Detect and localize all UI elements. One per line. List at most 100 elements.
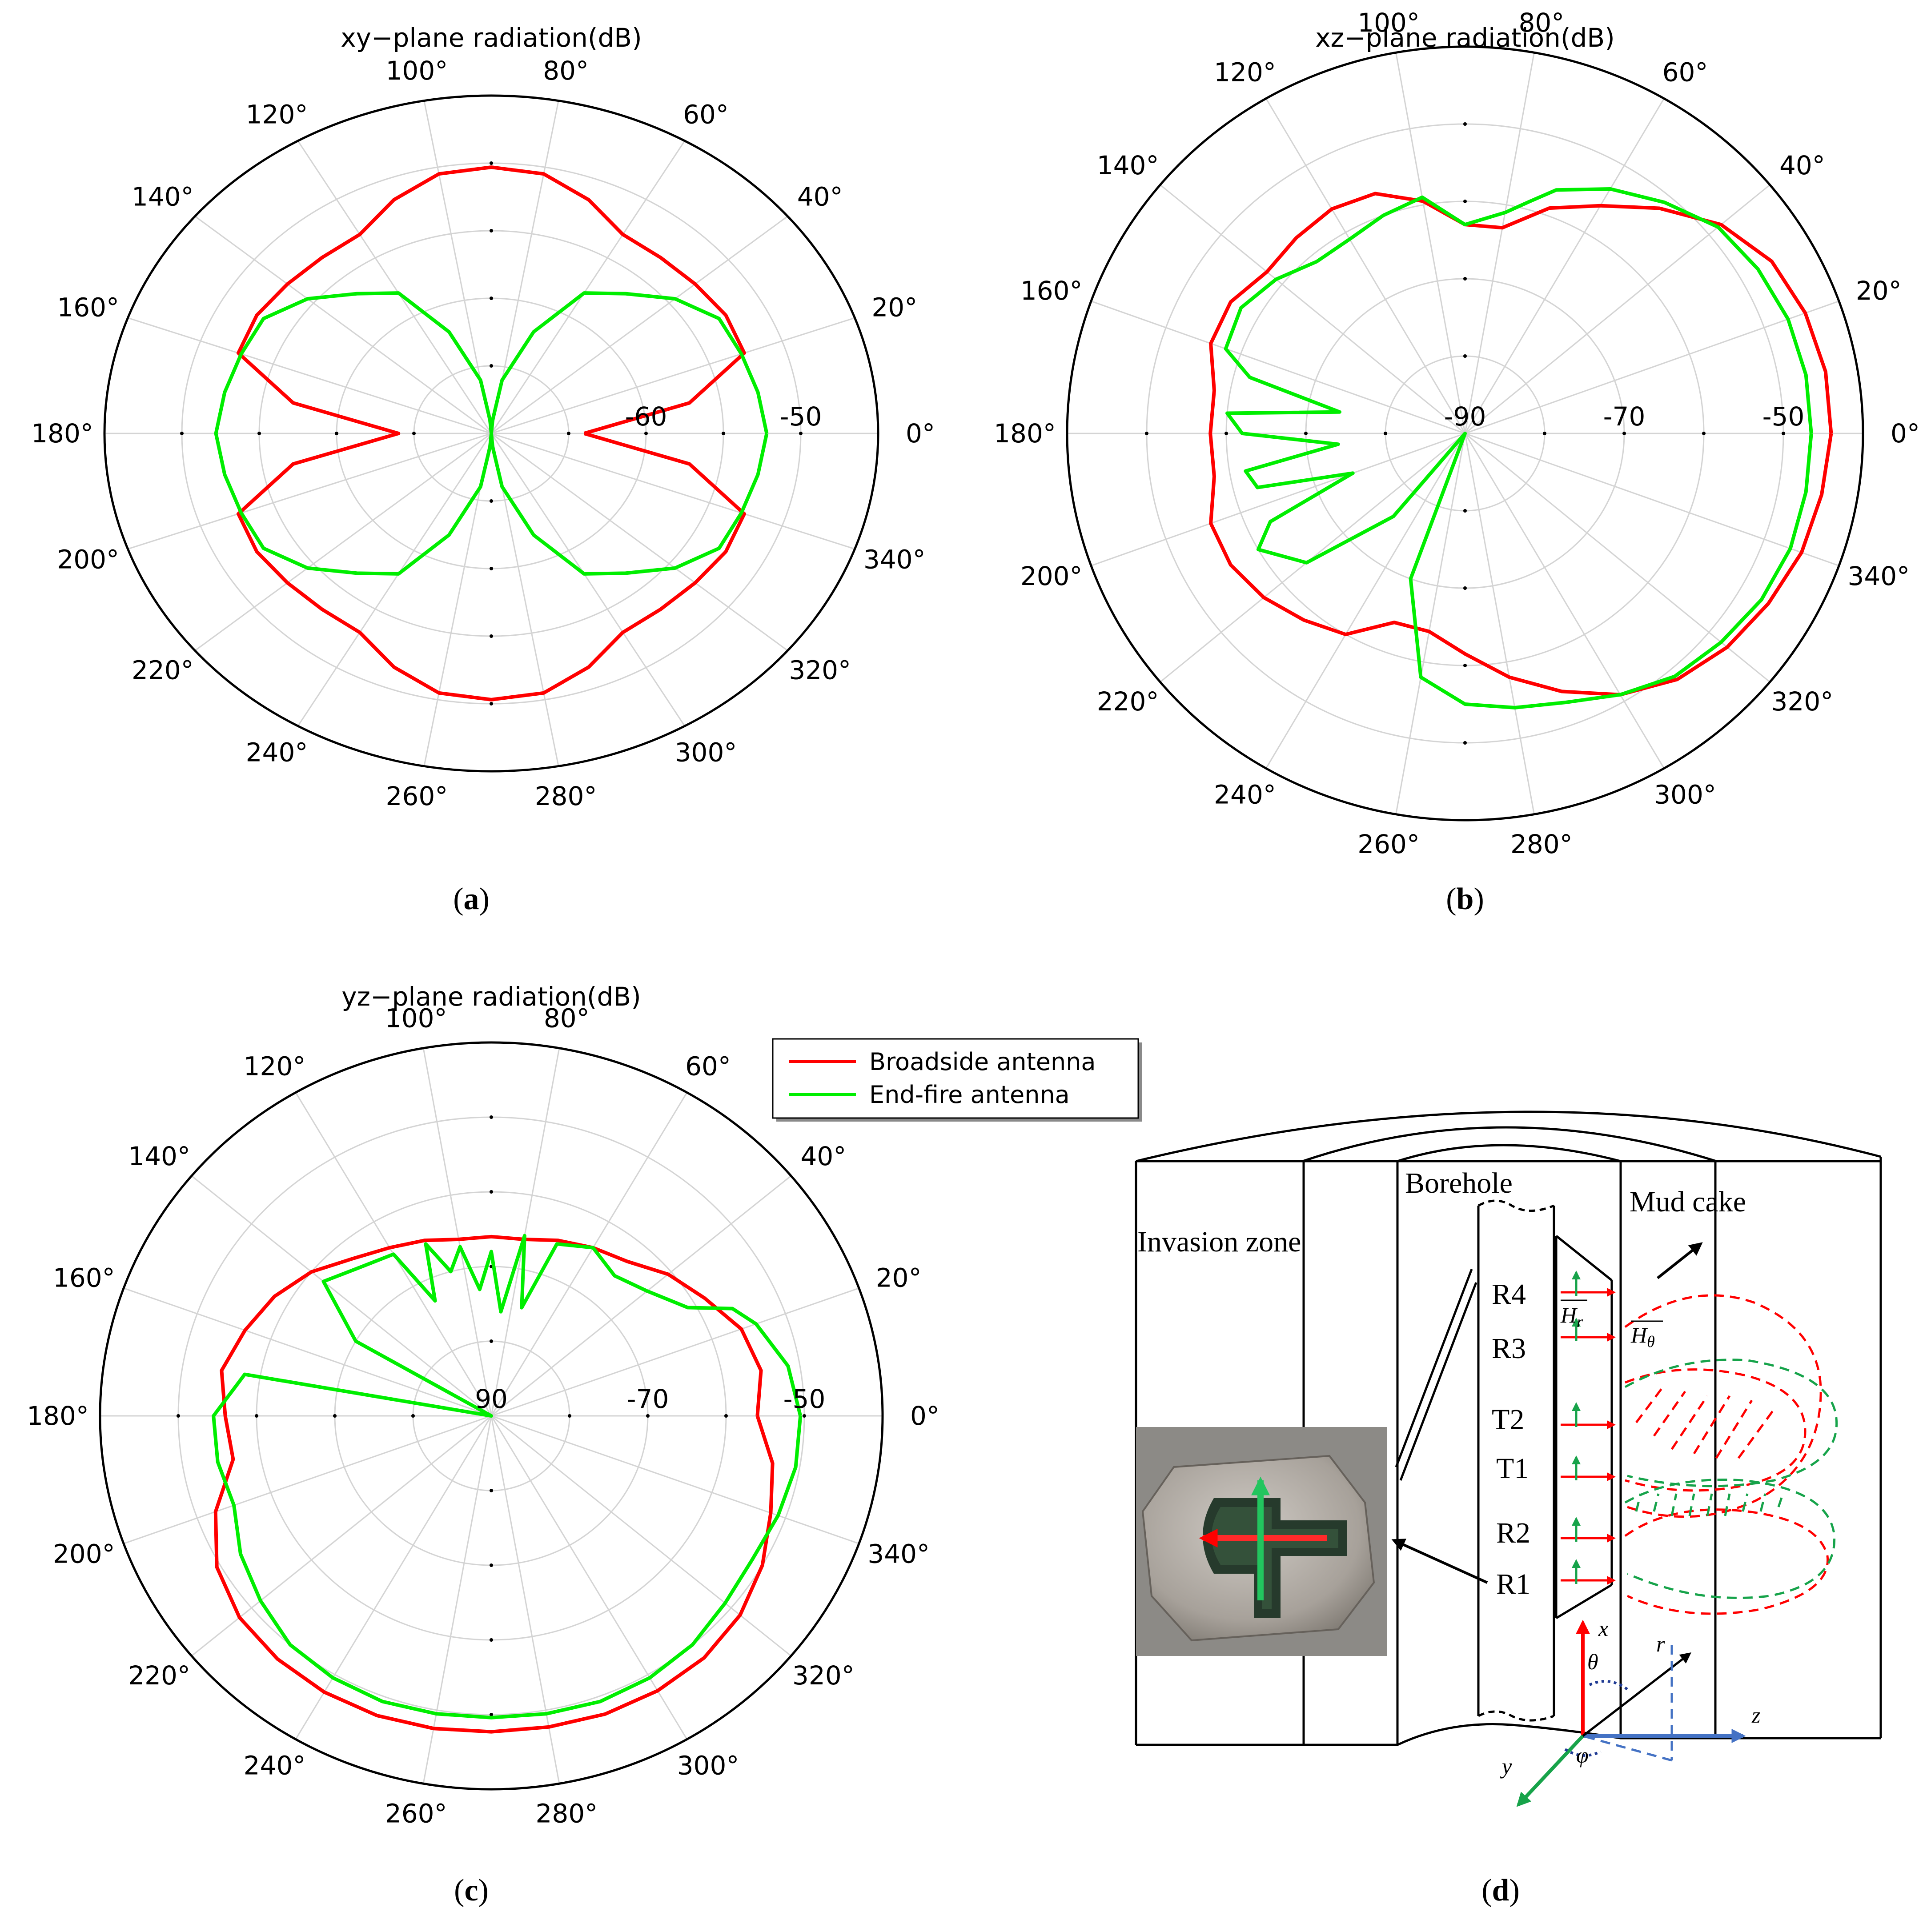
label-axis-x: x <box>1598 1616 1608 1641</box>
label-mud-cake: Mud cake <box>1630 1186 1746 1218</box>
label-phi: φ <box>1576 1743 1589 1768</box>
grid-spoke <box>1395 52 1466 434</box>
grid-spoke <box>1265 433 1466 769</box>
grid-tick-dot <box>1463 122 1467 126</box>
angle-tick-label: 120° <box>244 1051 306 1081</box>
grid-tick-dot <box>1224 432 1228 435</box>
grid-spoke <box>295 1415 492 1740</box>
grid-tick-dot <box>411 1414 415 1418</box>
angle-tick-label: 0° <box>906 418 935 449</box>
grid-spoke <box>1464 433 1665 769</box>
diagram-top-borehole <box>1397 1144 1621 1162</box>
grid-tick-dot <box>180 432 184 435</box>
grid-spoke <box>194 433 492 651</box>
radial-tick-label: -70 <box>1603 401 1646 432</box>
lobe-broadside-lower <box>1624 1508 1829 1615</box>
radial-tick-label: 90 <box>475 1384 508 1414</box>
caption-b: (b) <box>1446 882 1484 916</box>
grid-tick-dot <box>1782 432 1785 435</box>
lobe-hatching-green <box>1635 1493 1784 1516</box>
angle-tick-label: 240° <box>1214 780 1276 810</box>
phi-arc <box>1564 1748 1602 1757</box>
grid-tick-dot <box>412 432 416 435</box>
legend: Broadside antenna End-fire antenna <box>772 1038 1142 1122</box>
coil-arrows <box>1561 1271 1616 1585</box>
grid-tick-dot <box>1145 432 1148 435</box>
grid-spoke <box>490 140 686 434</box>
angle-tick-label: 320° <box>789 655 851 685</box>
grid-spoke <box>297 433 492 727</box>
label-borehole: Borehole <box>1405 1167 1513 1199</box>
caption-d: (d) <box>1481 1873 1520 1908</box>
grid-tick-dot <box>490 1489 493 1492</box>
grid-spoke <box>490 1092 688 1416</box>
chart-a-xy-plane: 0°20°40°60°80°100°120°140°160°180°200°22… <box>31 23 935 811</box>
sensor-strip-top <box>1555 1235 1613 1281</box>
grid-tick-dot <box>490 364 493 368</box>
angle-tick-label: 20° <box>1856 276 1902 306</box>
grid-tick-dot <box>1463 200 1467 203</box>
grid-tick-dot <box>722 432 725 435</box>
angle-tick-label: 120° <box>246 100 308 130</box>
radial-tick-label: -50 <box>780 401 822 432</box>
grid-tick-dot <box>1702 432 1706 435</box>
grid-spoke <box>422 1048 492 1416</box>
diagram-top-inner <box>1302 1126 1717 1162</box>
angle-tick-label: 80° <box>543 56 589 86</box>
caption-c: (c) <box>454 1873 489 1908</box>
photo-callout-line <box>1395 1269 1473 1467</box>
grid-tick-dot <box>490 161 493 165</box>
label-axis-y: y <box>1500 1754 1512 1779</box>
label-r1: R1 <box>1496 1568 1530 1600</box>
angle-tick-label: 300° <box>675 737 737 767</box>
grid-tick-dot <box>1463 277 1467 281</box>
grid-tick-dot <box>335 432 338 435</box>
grid-spoke <box>491 317 855 434</box>
angle-tick-label: 340° <box>1847 561 1910 591</box>
angle-tick-label: 60° <box>685 1051 731 1081</box>
angle-tick-label: 260° <box>1357 829 1420 859</box>
grid-spoke <box>491 1175 792 1417</box>
angle-tick-label: 260° <box>386 781 448 811</box>
angle-tick-label: 320° <box>792 1660 855 1691</box>
grid-spoke <box>422 1415 492 1784</box>
angle-tick-label: 100° <box>386 56 448 86</box>
angle-tick-label: 0° <box>1891 418 1920 449</box>
mudcake-pointer-arrow <box>1657 1242 1703 1279</box>
grid-tick-dot <box>257 432 261 435</box>
radial-tick-label: -90 <box>1444 401 1486 432</box>
grid-tick-dot <box>490 567 493 570</box>
angle-tick-label: 60° <box>683 100 729 130</box>
borehole-diagram: Borehole Invasion zone Mud cake R4 R3 T2… <box>1135 1110 1882 1807</box>
grid-spoke <box>491 216 788 434</box>
grid-tick-dot <box>490 1190 493 1194</box>
angle-tick-label: 240° <box>246 737 308 767</box>
radial-tick-label: -50 <box>1762 401 1805 432</box>
caption-a: (a) <box>453 882 490 916</box>
grid-tick-dot <box>799 432 803 435</box>
grid-tick-dot <box>724 1414 728 1418</box>
axis-y-arrow <box>1516 1735 1584 1807</box>
lobe-broadside-inner <box>1625 1368 1807 1492</box>
chart-b-xz-plane: 0°20°40°60°80°100°120°140°160°180°200°22… <box>994 8 1920 859</box>
angle-tick-label: 220° <box>132 655 194 685</box>
grid-spoke <box>491 1415 792 1657</box>
angle-tick-label: 160° <box>53 1263 115 1293</box>
grid-tick-dot <box>490 499 493 503</box>
angle-tick-label: 240° <box>244 1751 306 1781</box>
grid-tick-dot <box>646 1414 650 1418</box>
label-t1: T1 <box>1496 1452 1529 1485</box>
label-invasion-zone: Invasion zone <box>1137 1226 1301 1258</box>
antenna-photo <box>1136 1427 1387 1656</box>
grid-tick-dot <box>803 1414 806 1418</box>
label-r4: R4 <box>1492 1278 1526 1311</box>
angle-tick-label: 100° <box>1357 8 1420 38</box>
angle-tick-label: 340° <box>863 544 926 574</box>
angle-tick-label: 0° <box>910 1401 939 1431</box>
chart-title: yz−plane radiation(dB) <box>341 982 641 1012</box>
tool-top-break <box>1477 1199 1554 1212</box>
chart-title: xy−plane radiation(dB) <box>341 23 642 53</box>
angle-tick-label: 160° <box>1020 276 1083 306</box>
grid-spoke <box>194 216 492 434</box>
grid-spoke <box>123 1287 492 1417</box>
